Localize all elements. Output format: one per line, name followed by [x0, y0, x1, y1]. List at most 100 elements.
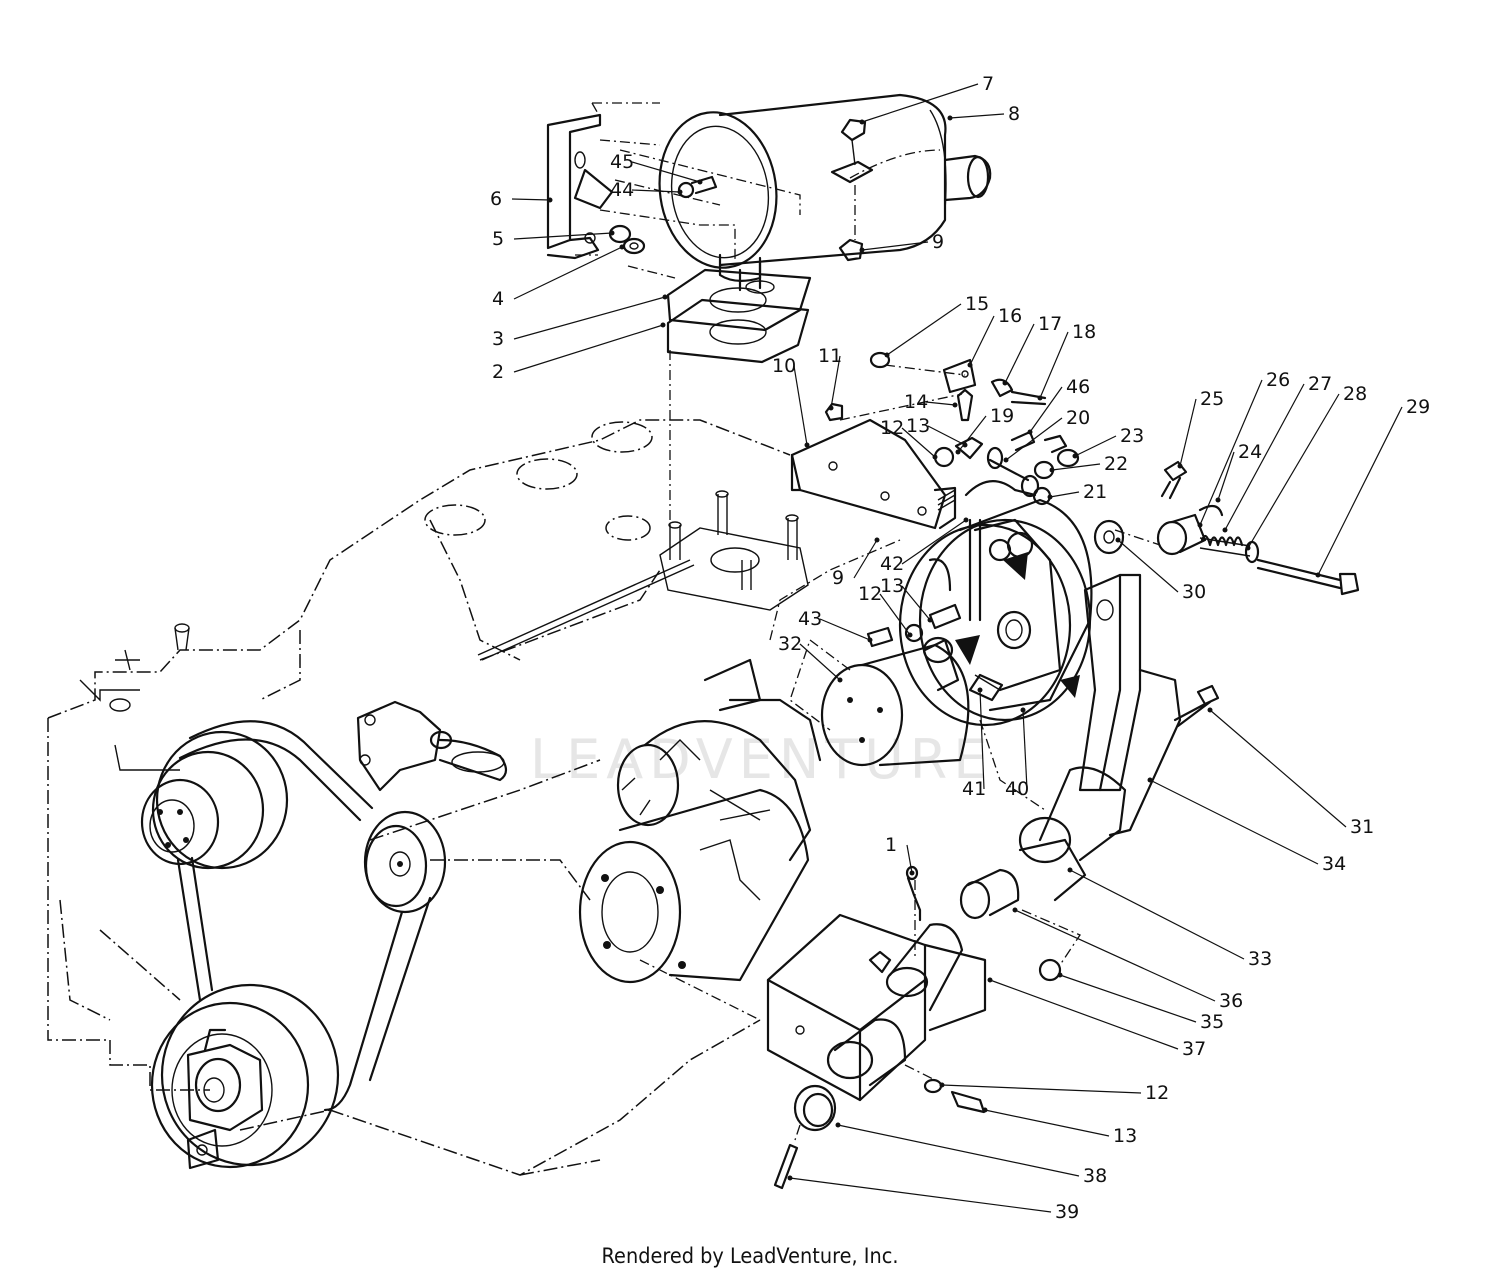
- leader-dot-2: [660, 322, 666, 328]
- callout-33: 33: [1248, 948, 1272, 970]
- leader-dot-23: [1072, 453, 1078, 459]
- callout-19: 19: [990, 405, 1014, 427]
- callout-23: 23: [1120, 425, 1144, 447]
- leader-line-30: [1117, 539, 1179, 593]
- leader-line-41: [979, 689, 985, 790]
- leader-line-8: [949, 113, 1005, 119]
- leader-dot-9b: [874, 537, 880, 543]
- callout-10: 10: [772, 355, 796, 377]
- leader-dot-44: [677, 189, 683, 195]
- leader-dot-14: [952, 402, 958, 408]
- callout-27: 27: [1308, 373, 1332, 395]
- leader-dot-6: [547, 197, 553, 203]
- leader-dot-5: [609, 230, 615, 236]
- leader-line-5: [513, 232, 613, 240]
- leader-dot-3: [662, 294, 668, 300]
- leader-dot-35: [1057, 972, 1063, 978]
- leader-dot-42: [963, 517, 969, 523]
- leader-line-12a: [901, 427, 936, 458]
- callout-13a: 13: [906, 415, 930, 437]
- leader-dot-31: [1207, 707, 1213, 713]
- leader-line-3: [513, 296, 666, 340]
- leader-dot-22: [1049, 467, 1055, 473]
- pump-bracket-10: [790, 418, 957, 530]
- dashed-links-lower: [639, 539, 1046, 1021]
- idler-pulley: [363, 810, 447, 914]
- leader-line-42: [901, 519, 967, 565]
- engine-block-outline: [47, 419, 791, 1176]
- leader-line-13b: [901, 585, 931, 621]
- clutch-assembly: [898, 498, 1093, 727]
- leader-dot-38: [835, 1122, 841, 1128]
- bolt-31: [1173, 684, 1220, 728]
- callout-21: 21: [1083, 481, 1107, 503]
- leader-line-13c: [984, 1109, 1110, 1137]
- leader-line-15: [886, 303, 962, 356]
- leader-line-24: [1217, 451, 1235, 501]
- leader-dot-24: [1215, 497, 1221, 503]
- leader-line-39: [789, 1177, 1052, 1213]
- callout-44: 44: [610, 179, 634, 201]
- callout-24: 24: [1238, 441, 1262, 463]
- leader-dot-34: [1147, 777, 1153, 783]
- callout-12a: 12: [880, 417, 904, 439]
- callout-2: 2: [492, 361, 504, 383]
- leader-line-20: [1005, 417, 1063, 461]
- muffler-flange: [666, 268, 812, 364]
- callout-12b: 12: [858, 583, 882, 605]
- callout-43: 43: [798, 608, 822, 630]
- leader-line-34: [1149, 779, 1319, 865]
- leader-line-37: [989, 979, 1179, 1050]
- starter-motor: [578, 658, 822, 984]
- callout-35: 35: [1200, 1011, 1224, 1033]
- leader-line-33: [1069, 869, 1245, 960]
- leader-dot-46: [1027, 429, 1033, 435]
- leader-line-1: [906, 844, 913, 874]
- leader-line-36: [1014, 909, 1216, 1002]
- callout-14: 14: [904, 391, 928, 413]
- callout-16: 16: [998, 305, 1022, 327]
- leader-line-13a: [927, 425, 966, 446]
- leader-line-28: [1247, 393, 1340, 549]
- leader-line-9b: [853, 539, 878, 579]
- leader-line-2: [513, 324, 664, 373]
- drive-belt: [176, 720, 432, 1112]
- callout-13c: 13: [1113, 1125, 1137, 1147]
- leader-line-31: [1209, 709, 1347, 828]
- pivot-arm: [1018, 573, 1182, 902]
- leader-dot-13c: [982, 1107, 988, 1113]
- leader-line-21: [1049, 491, 1080, 498]
- leader-line-11: [830, 355, 841, 409]
- leader-dot-25: [1177, 463, 1183, 469]
- leader-dot-26: [1197, 522, 1203, 528]
- leader-line-38: [837, 1124, 1080, 1177]
- callout-11: 11: [818, 345, 842, 367]
- callout-20: 20: [1066, 407, 1090, 429]
- callout-5: 5: [492, 228, 504, 250]
- leader-dot-8: [947, 115, 953, 121]
- leader-line-23: [1074, 435, 1117, 457]
- alignment-lines-upper: [575, 102, 801, 530]
- callout-46: 46: [1066, 376, 1090, 398]
- spring-linkage-25-30: [1093, 460, 1360, 596]
- upper-pulley: [140, 730, 289, 870]
- leader-line-12b: [879, 593, 911, 636]
- leader-line-43: [819, 618, 871, 641]
- callout-40: 40: [1005, 778, 1029, 800]
- leader-dot-7: [859, 119, 865, 125]
- leader-dot-41: [977, 687, 983, 693]
- leader-line-46: [1029, 386, 1063, 433]
- leader-line-4: [513, 246, 623, 300]
- footer-credit: Rendered by LeadVenture, Inc.: [601, 1244, 899, 1268]
- leader-line-12c: [941, 1084, 1142, 1094]
- callout-39: 39: [1055, 1201, 1079, 1223]
- leader-dot-15: [884, 352, 890, 358]
- callout-8: 8: [1008, 103, 1020, 125]
- clutch-cover-32: [820, 636, 970, 767]
- callout-45: 45: [610, 151, 634, 173]
- leader-dot-28: [1245, 545, 1251, 551]
- leader-line-45: [631, 161, 701, 183]
- leader-line-10: [793, 365, 808, 446]
- leader-line-29: [1317, 406, 1403, 576]
